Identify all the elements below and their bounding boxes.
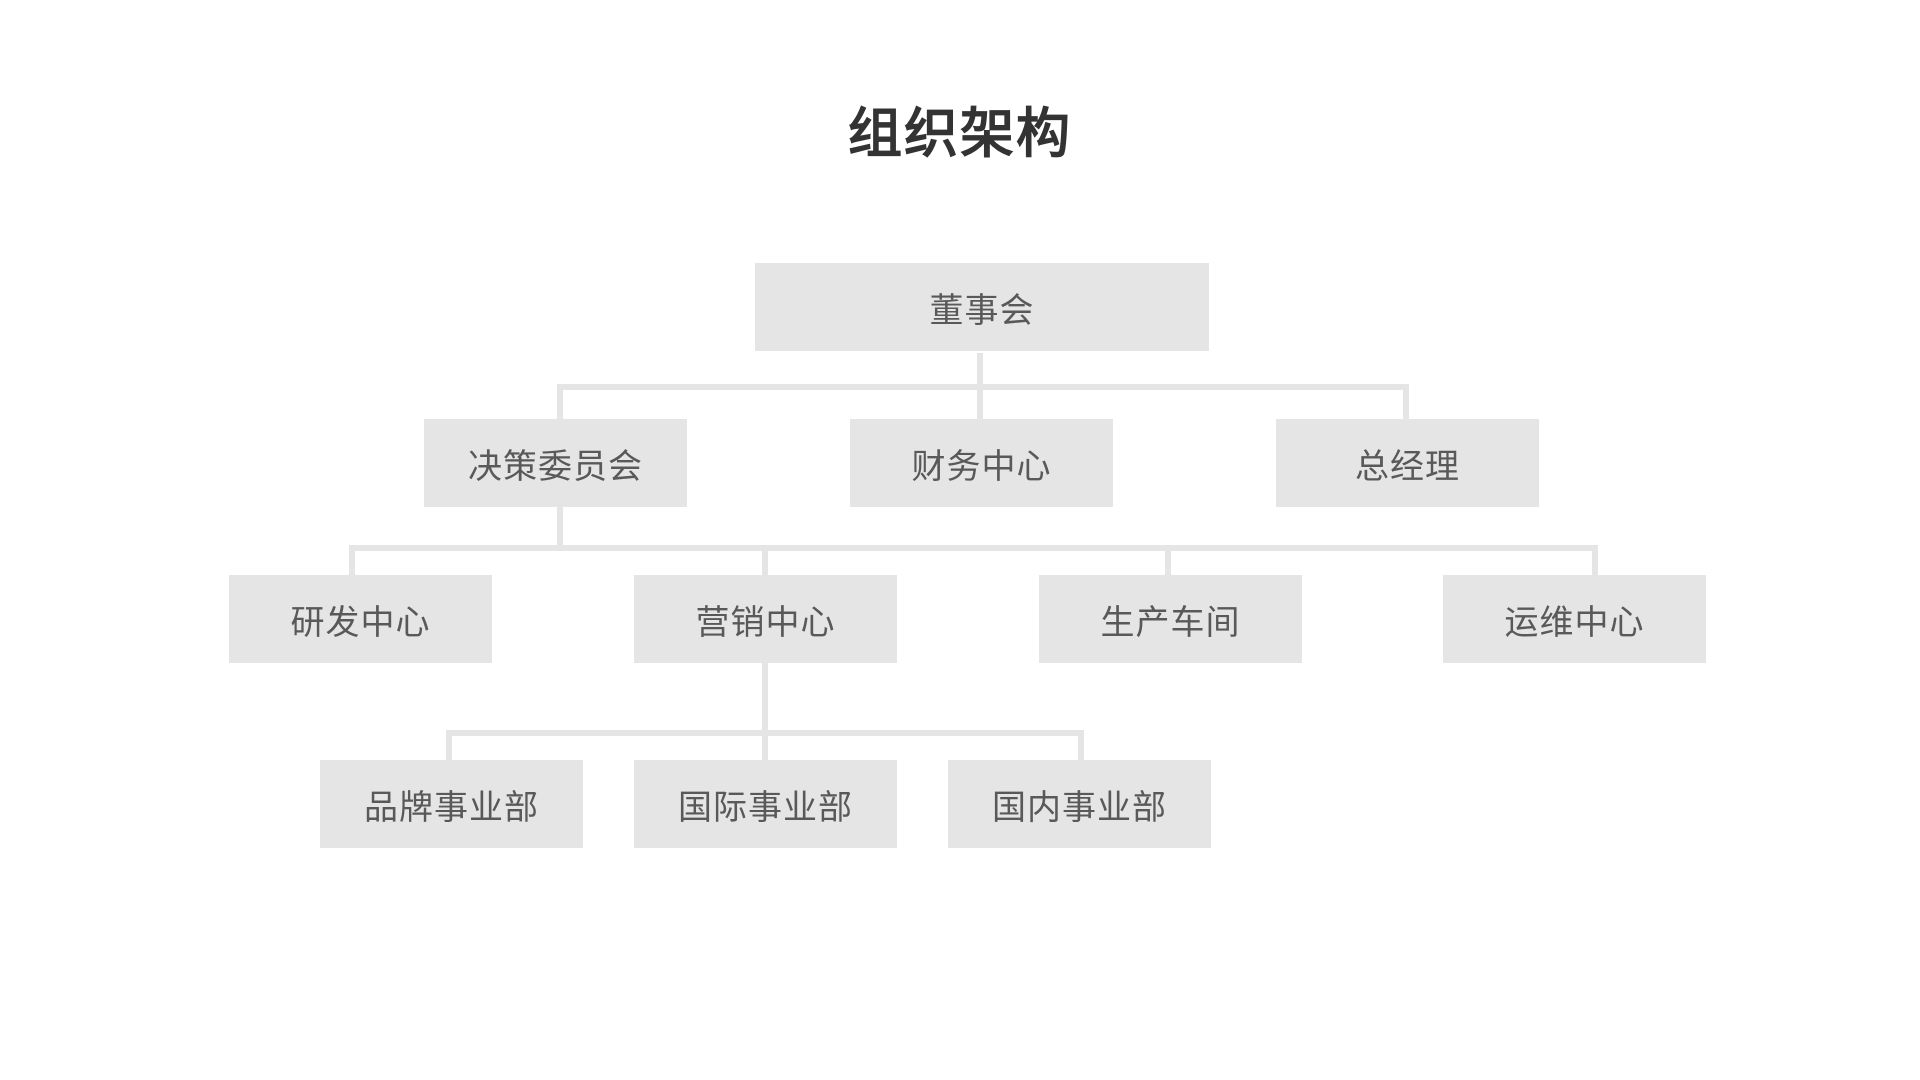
org-node-label: 财务中心 xyxy=(911,446,1052,487)
org-node-label: 国内事业部 xyxy=(992,787,1167,828)
org-node-marketing-center: 营销中心 xyxy=(634,575,897,663)
org-node-label: 总经理 xyxy=(1355,446,1460,487)
org-node-finance-center: 财务中心 xyxy=(850,419,1113,507)
org-node-label: 营销中心 xyxy=(695,602,836,643)
org-node-label: 品牌事业部 xyxy=(364,787,539,828)
org-node-label: 生产车间 xyxy=(1100,602,1241,643)
org-node-general-manager: 总经理 xyxy=(1276,419,1539,507)
org-node-brand-division: 品牌事业部 xyxy=(320,760,583,848)
org-node-decision-committee: 决策委员会 xyxy=(424,419,687,507)
org-node-international-division: 国际事业部 xyxy=(634,760,897,848)
org-node-label: 运维中心 xyxy=(1504,602,1645,643)
org-node-label: 国际事业部 xyxy=(678,787,853,828)
org-node-production-workshop: 生产车间 xyxy=(1039,575,1302,663)
org-node-rd-center: 研发中心 xyxy=(229,575,492,663)
org-node-label: 决策委员会 xyxy=(468,446,643,487)
org-node-label: 董事会 xyxy=(929,290,1035,331)
org-node-label: 研发中心 xyxy=(290,602,431,643)
org-node-domestic-division: 国内事业部 xyxy=(948,760,1211,848)
page-title: 组织架构 xyxy=(848,102,1072,165)
org-node-operations-center: 运维中心 xyxy=(1443,575,1706,663)
org-node-board: 董事会 xyxy=(755,263,1209,351)
